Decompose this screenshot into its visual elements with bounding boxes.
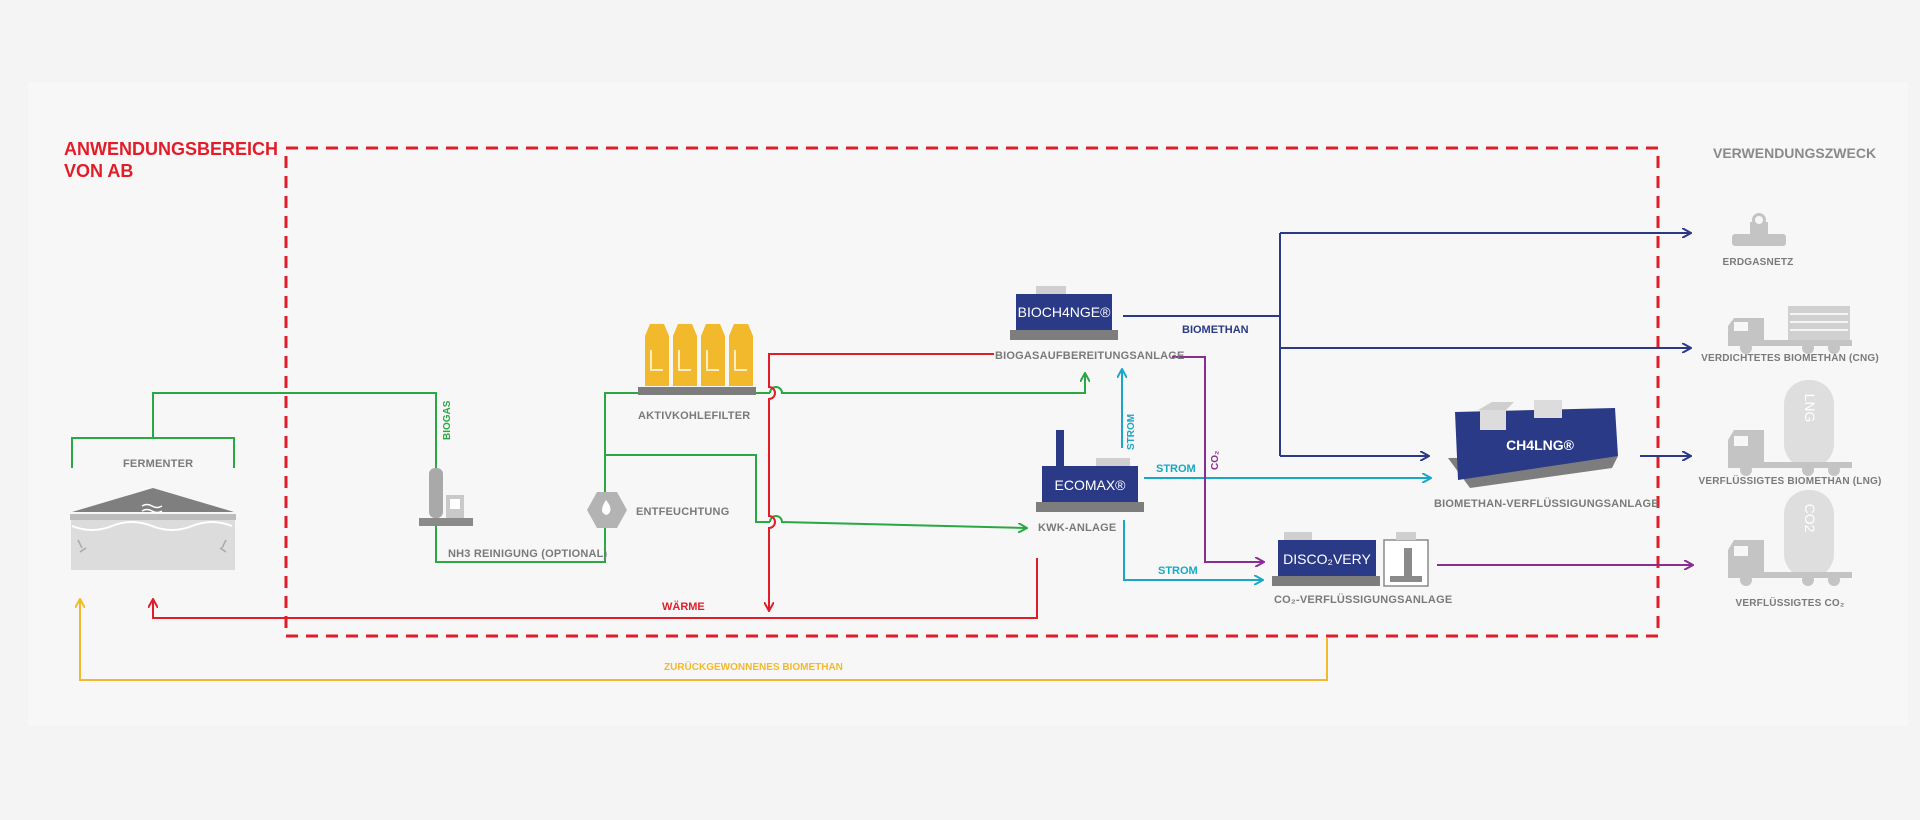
scope-title-line2: VON AB bbox=[64, 161, 134, 181]
liquid-co2-label: VERFLÜSSIGTES CO₂ bbox=[1735, 598, 1845, 609]
dehumidification-label: ENTFEUCHTUNG bbox=[636, 506, 730, 518]
lng-truck-icon: LNG bbox=[1728, 380, 1852, 476]
dehumidification-icon bbox=[587, 492, 627, 528]
scope-boundary bbox=[284, 146, 1660, 638]
electricity-lines bbox=[1122, 370, 1430, 580]
lng-tank-label: LNG bbox=[1802, 394, 1818, 423]
strom-vertical-label: STROM bbox=[1126, 413, 1137, 450]
biogas-flow-label: BIOGAS bbox=[442, 400, 453, 440]
ch4lng-brand: CH4LNG® bbox=[1506, 437, 1575, 453]
activated-carbon-filter-icon bbox=[638, 324, 756, 395]
strom-label-2: STROM bbox=[1158, 565, 1198, 577]
recovered-biomethane-line bbox=[80, 600, 1328, 681]
co2-liquefaction-unit-icon: DISCO₂VERY bbox=[1272, 532, 1429, 587]
biomethan-flow-label: BIOMETHAN bbox=[1182, 324, 1249, 336]
co2-tank-label: CO2 bbox=[1802, 504, 1818, 533]
recovered-biomethane-label: ZURÜCKGEWONNENES BIOMETHAN bbox=[664, 662, 843, 673]
nh3-cleaning-label: NH3 REINIGUNG (OPTIONAL) bbox=[448, 548, 608, 560]
ecomax-brand: ECOMAX® bbox=[1055, 477, 1127, 493]
heat-flow-label: WÄRME bbox=[662, 601, 705, 613]
cng-truck-icon bbox=[1728, 306, 1852, 354]
lng-label: VERFLÜSSIGTES BIOMETHAN (LNG) bbox=[1698, 476, 1882, 487]
gas-grid-icon bbox=[1732, 213, 1786, 246]
activated-carbon-filter-label: AKTIVKOHLEFILTER bbox=[638, 410, 751, 422]
scope-title-line1: ANWENDUNGSBEREICH bbox=[64, 139, 279, 159]
fermenter-icon bbox=[70, 488, 236, 570]
co2-truck-icon: CO2 bbox=[1728, 490, 1852, 586]
disco2very-brand: DISCO₂VERY bbox=[1283, 551, 1371, 567]
scope-title: ANWENDUNGSBEREICH VON AB bbox=[64, 138, 278, 182]
uses-title: VERWENDUNGSZWECK bbox=[1713, 145, 1877, 161]
chp-label: KWK-ANLAGE bbox=[1038, 522, 1117, 534]
co2-lines bbox=[1172, 356, 1692, 565]
chp-unit-icon: ECOMAX® bbox=[1036, 430, 1144, 512]
co2-flow-label: CO₂ bbox=[1210, 450, 1221, 470]
gas-grid-label: ERDGASNETZ bbox=[1722, 257, 1794, 268]
cng-label: VERDICHTETES BIOMETHAN (CNG) bbox=[1701, 353, 1879, 364]
biogas-upgrading-unit-icon: BIOCH4NGE® bbox=[1010, 286, 1118, 340]
fermenter-label: FERMENTER bbox=[123, 458, 194, 470]
biomethane-lines bbox=[1123, 233, 1690, 456]
biogas-upgrading-label: BIOGASAUFBEREITUNGSANLAGE bbox=[995, 350, 1185, 362]
biomethane-liquefaction-unit-icon: CH4LNG® bbox=[1448, 400, 1618, 488]
strom-label-1: STROM bbox=[1156, 463, 1196, 475]
heat-lines bbox=[153, 353, 1038, 619]
biochange-brand: BIOCH4NGE® bbox=[1018, 304, 1111, 320]
biomethane-liquefaction-label: BIOMETHAN-VERFLÜSSIGUNGSANLAGE bbox=[1434, 498, 1659, 510]
co2-liquefaction-label: CO₂-VERFLÜSSIGUNGSANLAGE bbox=[1274, 594, 1453, 606]
nh3-cleaning-icon bbox=[419, 468, 473, 526]
